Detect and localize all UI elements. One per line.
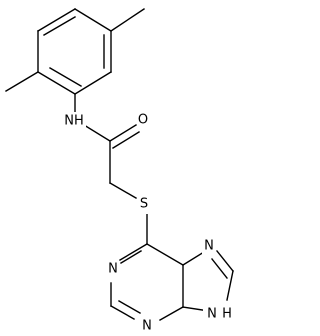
- methyl-bond-left: [5, 71, 39, 92]
- bond: [211, 258, 228, 279]
- bond: [49, 67, 82, 87]
- molecule-structure: NH O S N N N N H: [5, 8, 235, 335]
- bond: [159, 306, 184, 321]
- imidazole-hydrogen-label: H: [222, 307, 232, 322]
- structure-diagram: NH O S N N N N H: [5, 8, 235, 335]
- imidazole-nh-nitrogen-label: N: [207, 307, 217, 322]
- carbonyl-oxygen-label: O: [138, 113, 148, 128]
- atom-labels: NH O S N N N N H: [60, 111, 235, 335]
- bond: [37, 71, 76, 95]
- pyrimidine-ring: [110, 243, 184, 321]
- carbonyl-bond-2: [112, 131, 140, 149]
- bond: [182, 251, 205, 266]
- bond: [43, 16, 76, 36]
- bond: [118, 300, 141, 314]
- benzene-ring: [37, 8, 112, 95]
- pyrimidine-bottom-nitrogen-label: N: [142, 319, 152, 334]
- imidazole-nitrogen-label: N: [204, 239, 214, 254]
- amide-nh-label: NH: [64, 114, 84, 129]
- bond: [74, 71, 112, 95]
- bond: [74, 8, 112, 32]
- imidazole-ring: [182, 250, 234, 312]
- bond: [216, 250, 234, 272]
- bond: [146, 243, 184, 266]
- methylene-sulfur-bond: [109, 182, 137, 199]
- sulfur-label: S: [140, 197, 148, 212]
- nitrogen-carbon-bond: [83, 124, 111, 142]
- methyl-bond-right: [110, 8, 145, 32]
- bond: [110, 305, 135, 320]
- carbonyl-bond-1: [109, 124, 137, 142]
- bond: [119, 243, 148, 261]
- bond: [120, 250, 142, 264]
- bond: [37, 8, 76, 32]
- bond: [226, 270, 234, 301]
- pyrimidine-nitrogen-label: N: [108, 262, 118, 277]
